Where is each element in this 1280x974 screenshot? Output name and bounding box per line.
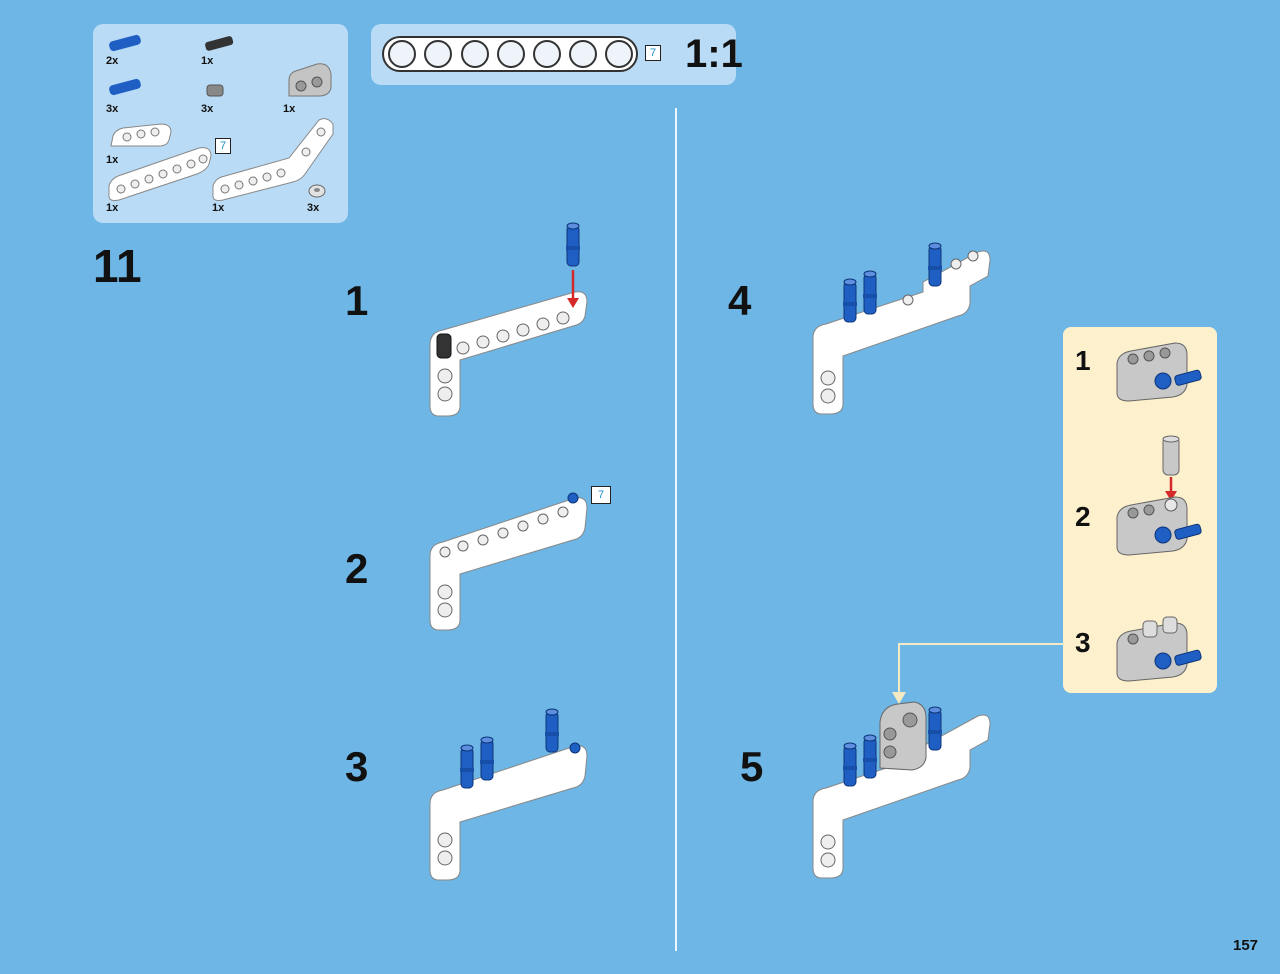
step-number: 3: [345, 743, 369, 790]
white-beam-3-icon: [110, 123, 172, 147]
length-indicator: 7: [215, 138, 231, 154]
page-number: 157: [1233, 937, 1259, 954]
gray-connector-icon: [288, 63, 332, 97]
part-qty: 3x: [106, 103, 119, 115]
sub-assembly-callout: 1 2 3: [1063, 327, 1217, 693]
step-2-assembly: [429, 492, 588, 631]
half-bush-icon: [308, 184, 326, 198]
white-bent-beam-icon: [212, 118, 334, 201]
sub-step-1-part: [1116, 342, 1202, 402]
white-beam-7-icon: [108, 147, 212, 201]
parts-list-panel: 2x 1x 3x 3x 1x 1x 7 1x: [93, 24, 348, 223]
scale-panel: 7 1:1: [371, 24, 743, 85]
part-qty: 2x: [106, 55, 119, 67]
blue-pin-icon: [109, 34, 141, 52]
step-number: 4: [728, 277, 752, 324]
black-pin-icon: [205, 36, 234, 51]
scale-label: 1:1: [685, 32, 743, 76]
beam-scale-icon: [382, 36, 638, 72]
step-4-assembly: [812, 242, 991, 415]
step-3-assembly: [429, 708, 588, 881]
blue-axle-pin-icon: [109, 78, 141, 96]
sub-step-2-pin: [1162, 435, 1180, 501]
sub-step-number: 1: [1075, 345, 1091, 376]
part-qty: 1x: [106, 154, 119, 166]
part-qty: 1x: [212, 202, 225, 214]
sub-step-3-part: [1116, 616, 1202, 682]
part-qty: 3x: [201, 103, 214, 115]
sub-step-number: 3: [1075, 627, 1091, 658]
sub-step-number: 2: [1075, 501, 1091, 532]
step-number: 2: [345, 545, 369, 592]
part-qty: 1x: [201, 55, 214, 67]
length-indicator: 7: [645, 45, 661, 61]
column-divider: [675, 108, 677, 951]
length-indicator: 7: [591, 486, 611, 504]
step-number: 1: [345, 277, 369, 324]
main-step-number: 11: [93, 240, 142, 292]
part-qty: 3x: [307, 202, 320, 214]
step-1-assembly: [429, 222, 588, 417]
sub-step-2-part: [1116, 496, 1202, 556]
step-number: 5: [740, 743, 764, 790]
callout-connector: [892, 643, 1065, 704]
gray-bush-icon: [206, 84, 224, 97]
step-5-assembly: [812, 701, 991, 879]
part-qty: 1x: [283, 103, 296, 115]
part-qty: 1x: [106, 202, 119, 214]
